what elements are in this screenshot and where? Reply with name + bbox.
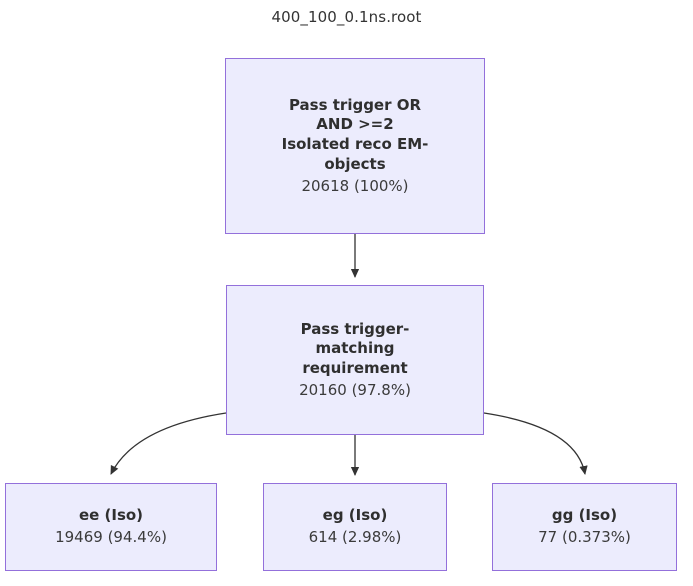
node-ee[interactable]: ee (Iso) 19469 (94.4%): [5, 483, 217, 571]
node-root-label: Pass trigger OR AND >=2 Isolated reco EM…: [281, 95, 429, 174]
edge-matching-to-gg: [483, 412, 588, 476]
node-matching-count: 20160 (97.8%): [299, 380, 411, 399]
node-matching[interactable]: Pass trigger- matching requirement 20160…: [226, 285, 484, 435]
edge-matching-to-ee: [110, 412, 227, 475]
node-eg-count: 614 (2.98%): [308, 528, 402, 547]
node-gg-count: 77 (0.373%): [538, 528, 631, 547]
page-title: 400_100_0.1ns.root: [271, 8, 422, 26]
node-eg[interactable]: eg (Iso) 614 (2.98%): [263, 483, 447, 571]
node-gg[interactable]: gg (Iso) 77 (0.373%): [492, 483, 677, 571]
node-gg-label: gg (Iso): [551, 506, 618, 525]
node-root[interactable]: Pass trigger OR AND >=2 Isolated reco EM…: [225, 58, 485, 234]
node-ee-label: ee (Iso): [78, 506, 144, 525]
node-ee-count: 19469 (94.4%): [55, 528, 167, 547]
node-eg-label: eg (Iso): [322, 506, 388, 525]
node-matching-label: Pass trigger- matching requirement: [300, 319, 410, 378]
node-root-count: 20618 (100%): [301, 176, 409, 195]
